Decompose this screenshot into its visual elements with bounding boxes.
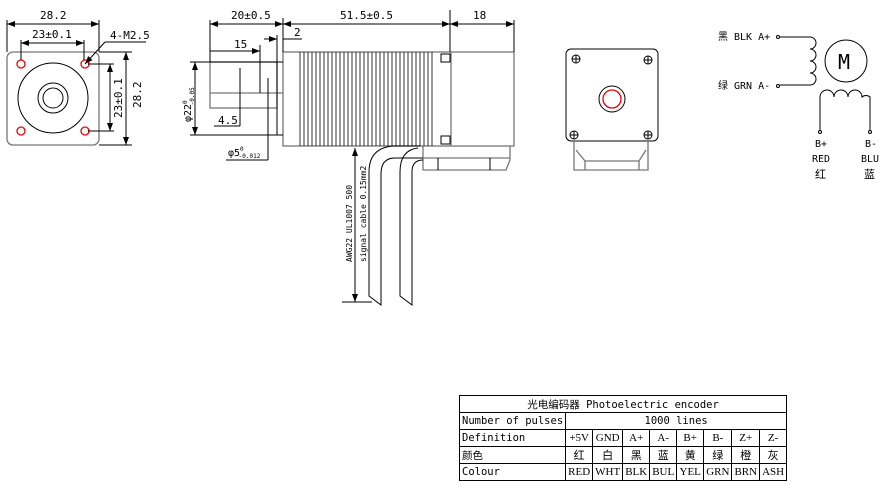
cell: Z+	[731, 429, 761, 447]
cell: A-	[649, 429, 678, 447]
cell: A+	[622, 429, 651, 447]
cell: ASH	[759, 463, 788, 481]
side-view: AWG22 UL1007 500 signal cable 0.15mm2 20…	[182, 9, 515, 306]
dim-gap: 2	[294, 26, 301, 39]
cell: 橙	[731, 446, 761, 464]
svg-text:RED: RED	[812, 154, 830, 165]
cell: B-	[703, 429, 733, 447]
svg-text:B+: B+	[815, 139, 827, 150]
cooling-fins	[299, 52, 433, 146]
dim-shaft-step: 15	[234, 38, 247, 51]
dim-encoder-len: 18	[473, 9, 486, 22]
svg-text:φ220-0.05: φ220-0.05	[182, 87, 196, 122]
back-view	[565, 48, 659, 171]
svg-text:φ50-0.012: φ50-0.012	[228, 146, 261, 160]
dim-holes: 4-M2.5	[110, 29, 150, 42]
cell: BRN	[731, 463, 761, 481]
wiring-schematic: 黑 BLK A+ 绿 GRN A- M B+ B- RED BLU 红 蓝	[718, 31, 879, 181]
encoder-table: 光电编码器 Photoelectric encoder Number of pu…	[458, 395, 788, 481]
cell: 黑	[622, 446, 651, 464]
dim-hole-pitch-v: 23±0.1	[112, 78, 125, 118]
colour-label: Colour	[458, 463, 567, 481]
cell: Z-	[759, 429, 788, 447]
definition-label: Definition	[458, 429, 567, 447]
dim-shaft-dia: φ5	[228, 148, 240, 159]
dim-body-len: 51.5±0.5	[340, 9, 393, 22]
cable-label-1: AWG22 UL1007 500	[345, 185, 354, 262]
table-title: 光电编码器 Photoelectric encoder	[458, 395, 788, 413]
cell: B+	[676, 429, 705, 447]
svg-text:BLU: BLU	[861, 154, 879, 165]
pulses-label: Number of pulses	[458, 412, 567, 430]
pulses-value: 1000 lines	[565, 412, 788, 430]
dim-boss: 4.5	[218, 114, 238, 127]
cell: RED	[565, 463, 594, 481]
dim-width: 28.2	[40, 9, 67, 22]
dim-height: 28.2	[131, 82, 144, 109]
front-view: 28.2 23±0.1 4-M2.5 28.2 23±0.1	[6, 9, 150, 146]
mount-hole-icon	[16, 59, 90, 136]
screw-icon	[569, 54, 653, 140]
cell: GRN	[703, 463, 733, 481]
svg-text:B-: B-	[865, 139, 877, 150]
cell: WHT	[592, 463, 624, 481]
cell: 黄	[676, 446, 705, 464]
label-a-plus: 黑 BLK A+	[718, 31, 770, 43]
cable-label-2: signal cable 0.15mm2	[359, 165, 368, 262]
svg-text:蓝: 蓝	[864, 168, 875, 181]
cell: 绿	[703, 446, 733, 464]
cell: 灰	[759, 446, 788, 464]
table-row: 颜色 红白黑蓝黄绿橙灰	[458, 446, 788, 464]
cell: 红	[565, 446, 594, 464]
cell: BLK	[622, 463, 651, 481]
svg-text:红: 红	[815, 168, 826, 181]
motor-symbol: M	[838, 50, 850, 74]
dim-shaft-len: 20±0.5	[231, 9, 271, 22]
dim-boss-dia: φ22	[183, 104, 194, 122]
label-a-minus: 绿 GRN A-	[718, 79, 770, 92]
cell: 蓝	[649, 446, 678, 464]
dim-hole-pitch: 23±0.1	[32, 28, 72, 41]
color-cn-label: 颜色	[458, 446, 567, 464]
cell: BUL	[649, 463, 678, 481]
cell: +5V	[565, 429, 594, 447]
cell: 白	[592, 446, 624, 464]
cell: GND	[592, 429, 624, 447]
cell: YEL	[676, 463, 705, 481]
